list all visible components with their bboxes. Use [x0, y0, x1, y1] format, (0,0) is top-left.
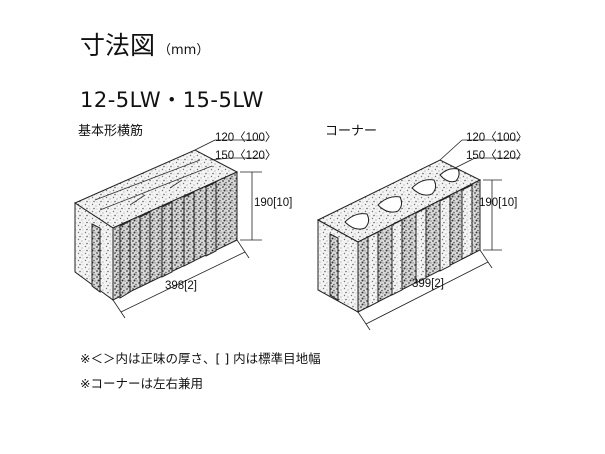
title-main: 寸法図 — [80, 31, 156, 60]
corner-dim-length: 399[2] — [412, 278, 444, 290]
basic-dim-length: 398[2] — [165, 280, 197, 292]
corner-dim-height: 190[10] — [479, 197, 518, 209]
title-unit: （mm） — [158, 43, 210, 58]
basic-dim-height: 190[10] — [254, 197, 293, 209]
model-name: 12-5LW・15-5LW — [80, 88, 264, 112]
page-title: 寸法図（mm） — [80, 26, 209, 62]
basic-dimension-lines — [112, 139, 265, 319]
corner-block-drawing — [316, 159, 482, 313]
corner-block-label: コーナー — [325, 124, 378, 139]
corner-dim-depth1: 120〈100〉 — [466, 132, 528, 144]
note-corner: ※コーナーは左右兼用 — [80, 376, 203, 391]
corner-dim-depth2: 150〈120〉 — [466, 150, 528, 162]
basic-block-drawing — [73, 149, 239, 301]
basic-dim-depth2: 150〈120〉 — [215, 150, 277, 162]
basic-block-label: 基本形横筋 — [78, 124, 144, 139]
note-thickness: ※＜＞内は正味の厚さ、[ ] 内は標準目地幅 — [80, 351, 321, 366]
basic-dim-depth1: 120〈100〉 — [215, 132, 277, 144]
corner-dimension-lines — [357, 139, 520, 331]
